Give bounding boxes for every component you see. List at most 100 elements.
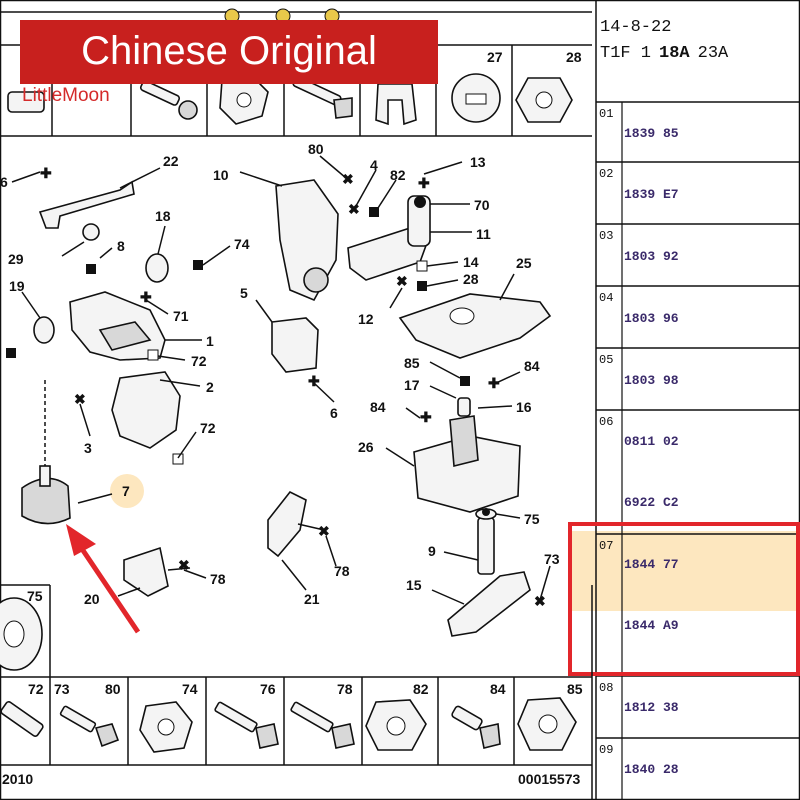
callout-14: 14 xyxy=(463,254,479,270)
callout-labels: 6 22 29 8 18 74 19 71 1 72 2 3 72 7 20 7… xyxy=(0,141,560,607)
callout-25: 25 xyxy=(516,255,532,271)
callout-10: 10 xyxy=(213,167,229,183)
ref-index-07: 07 xyxy=(599,539,613,553)
ref-value: 1803 98 xyxy=(624,373,679,388)
footer-left: 2010 xyxy=(2,771,33,787)
callout-22: 22 xyxy=(163,153,179,169)
svg-text:✖: ✖ xyxy=(348,201,360,217)
callout-13: 13 xyxy=(470,154,486,170)
ref-value: 0811 02 xyxy=(624,434,679,449)
callout-11: 11 xyxy=(476,226,491,242)
svg-text:✚: ✚ xyxy=(418,175,430,191)
ref-value: 1840 28 xyxy=(624,762,679,777)
callout-75: 75 xyxy=(524,511,540,527)
bottom-label-74: 74 xyxy=(182,681,198,697)
callout-19: 19 xyxy=(9,278,25,294)
title-banner: Chinese Original xyxy=(20,20,438,84)
callout-6: 6 xyxy=(0,174,8,190)
washer-box: 75 xyxy=(0,584,51,677)
callout-6b: 6 xyxy=(330,405,338,421)
markers: ✚ ✚ ✖ ✖ ✖ ✚ ✖ ✚ ✚ ✚ ✖ ✖ ✖ xyxy=(6,165,546,609)
callout-84: 84 xyxy=(524,358,540,374)
callout-2: 2 xyxy=(206,379,214,395)
ref-value: 1839 E7 xyxy=(624,187,679,202)
callout-78b: 78 xyxy=(334,563,350,579)
top-hardware-row: 27 28 xyxy=(0,8,592,137)
top-label-28: 28 xyxy=(566,49,582,65)
callout-7: 7 xyxy=(122,483,130,499)
ref-value: 1844 A9 xyxy=(624,618,679,633)
callout-28: 28 xyxy=(463,271,479,287)
ref-value: 1812 38 xyxy=(624,700,679,715)
callout-20: 20 xyxy=(84,591,100,607)
svg-text:✖: ✖ xyxy=(178,557,190,573)
washer-label-75: 75 xyxy=(27,588,43,604)
svg-text:✚: ✚ xyxy=(488,375,500,391)
top-label-27: 27 xyxy=(487,49,503,65)
ref-index-04: 04 xyxy=(599,291,613,305)
ref-index-03: 03 xyxy=(599,229,613,243)
bottom-hardware-row: 72 73 80 74 76 78 82 84 85 2010 00015573 xyxy=(0,585,593,800)
svg-text:✖: ✖ xyxy=(534,593,546,609)
callout-8: 8 xyxy=(117,238,125,254)
watermark-text: LittleMoon xyxy=(22,85,110,106)
callout-18: 18 xyxy=(155,208,171,224)
ref-value: 1803 96 xyxy=(624,311,679,326)
ref-index-05: 05 xyxy=(599,353,613,367)
callout-9: 9 xyxy=(428,543,436,559)
bottom-label-80: 80 xyxy=(105,681,121,697)
callout-15: 15 xyxy=(406,577,422,593)
ref-index-06: 06 xyxy=(599,415,613,429)
bottom-label-84: 84 xyxy=(490,681,506,697)
highlight-box xyxy=(568,522,800,676)
main-parts xyxy=(21,167,552,637)
ref-value: 1839 85 xyxy=(624,126,679,141)
bottom-label-78: 78 xyxy=(337,681,353,697)
callout-85: 85 xyxy=(404,355,420,371)
callout-82: 82 xyxy=(390,167,406,183)
callout-4: 4 xyxy=(370,157,378,173)
bottom-label-76: 76 xyxy=(260,681,276,697)
bottom-label-73: 73 xyxy=(54,681,70,697)
highlight-fill xyxy=(570,531,799,611)
highlight-arrow xyxy=(66,524,141,634)
svg-text:✚: ✚ xyxy=(420,409,432,425)
callout-71: 71 xyxy=(173,308,189,324)
svg-text:✖: ✖ xyxy=(342,171,354,187)
callout-5: 5 xyxy=(240,285,248,301)
callout-12: 12 xyxy=(358,311,374,327)
callout-78: 78 xyxy=(210,571,226,587)
callout-21: 21 xyxy=(304,591,320,607)
callout-3: 3 xyxy=(84,440,92,456)
ref-value-highlighted: 1844 77 xyxy=(624,557,679,572)
banner-text: Chinese Original xyxy=(81,29,377,73)
callout-84b: 84 xyxy=(370,399,386,415)
callout-74: 74 xyxy=(234,236,250,252)
svg-text:✖: ✖ xyxy=(318,523,330,539)
ref-index-09: 09 xyxy=(599,743,613,757)
ref-index-01: 01 xyxy=(599,107,613,121)
callout-16: 16 xyxy=(516,399,532,415)
svg-text:✖: ✖ xyxy=(396,273,408,289)
bottom-label-85: 85 xyxy=(567,681,583,697)
footer-right: 00015573 xyxy=(518,771,581,787)
callout-17: 17 xyxy=(404,377,420,393)
callout-80: 80 xyxy=(308,141,324,157)
callout-26: 26 xyxy=(358,439,374,455)
callout-29: 29 xyxy=(8,251,24,267)
callout-72b: 72 xyxy=(200,420,216,436)
leader-lines xyxy=(11,155,551,605)
bottom-label-82: 82 xyxy=(413,681,429,697)
ref-index-02: 02 xyxy=(599,167,613,181)
callout-70: 70 xyxy=(474,197,490,213)
header-date: 14-8-22 xyxy=(600,18,671,37)
ref-value: 6922 C2 xyxy=(624,495,679,510)
svg-text:✚: ✚ xyxy=(40,165,52,181)
callout-73: 73 xyxy=(544,551,560,567)
ref-index-08: 08 xyxy=(599,681,613,695)
svg-text:✖: ✖ xyxy=(74,391,86,407)
ref-value: 1803 92 xyxy=(624,249,679,264)
